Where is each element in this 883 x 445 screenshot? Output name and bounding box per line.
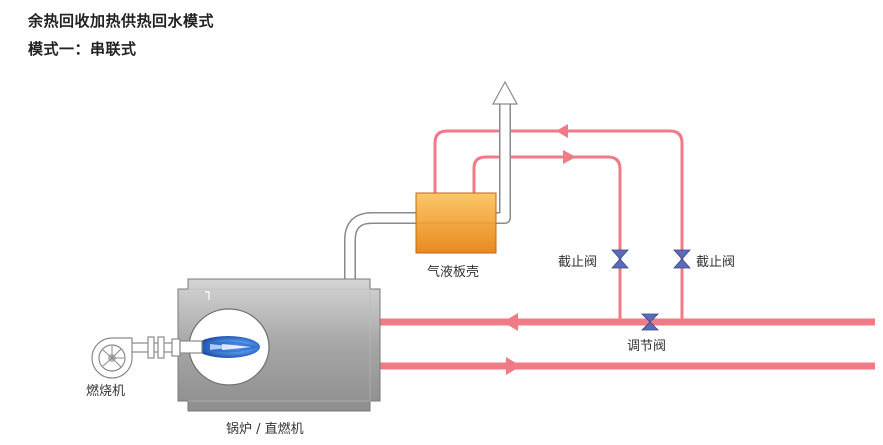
heat-exchanger-label: 气液板壳	[427, 265, 480, 280]
exhaust-arrow-icon	[491, 80, 519, 105]
regulating-valve-label: 调节阀	[627, 339, 667, 354]
arrow-icon	[503, 313, 518, 331]
heat-exchanger	[415, 192, 497, 254]
stop-valve-right-icon	[673, 249, 691, 269]
fan-icon	[91, 337, 133, 379]
burner-label: 燃烧机	[86, 384, 126, 399]
water-pipes	[380, 129, 875, 370]
regulating-valve-icon	[641, 313, 659, 331]
burner	[91, 336, 203, 379]
page-title: 余热回收加热供热回水模式	[28, 12, 215, 30]
boiler	[177, 278, 381, 412]
arrow-icon	[563, 150, 576, 164]
flow-arrows	[503, 124, 576, 375]
boiler-label: 锅炉 / 直燃机	[226, 422, 304, 437]
stop-valve-left-icon	[611, 249, 629, 269]
arrow-icon	[506, 357, 521, 375]
inner-loop-pipe	[472, 155, 622, 322]
stop-valve-left-label: 截止阀	[558, 255, 598, 270]
flame-icon	[196, 336, 260, 358]
arrow-icon	[556, 124, 568, 138]
stop-valve-right-label: 截止阀	[696, 255, 736, 270]
valves	[611, 249, 691, 331]
page-subtitle: 模式一：串联式	[28, 40, 137, 58]
